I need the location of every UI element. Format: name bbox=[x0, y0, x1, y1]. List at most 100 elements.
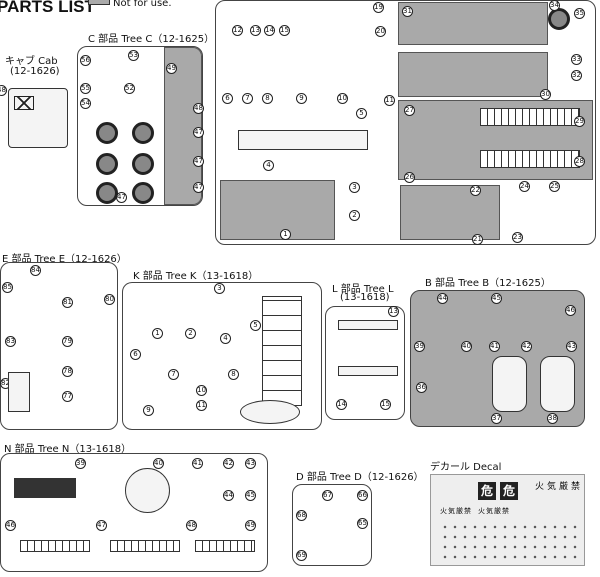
ladder-part bbox=[480, 150, 580, 168]
cab-label: キャブ Cab bbox=[5, 56, 58, 67]
tree-k-label: K 部品 Tree K（13-1618） bbox=[133, 271, 259, 282]
part-number: 46 bbox=[5, 520, 16, 531]
spare-wheel bbox=[548, 8, 570, 30]
unused-area bbox=[400, 185, 500, 240]
part-number: 27 bbox=[404, 105, 415, 116]
part-number: 13 bbox=[388, 306, 399, 317]
part-number: 12 bbox=[232, 25, 243, 36]
unused-area bbox=[398, 2, 548, 45]
unused-area bbox=[220, 180, 335, 240]
part-number: 11 bbox=[384, 95, 395, 106]
part-number: 15 bbox=[279, 25, 290, 36]
danger-decal: 危 bbox=[478, 482, 496, 500]
part-number: 25 bbox=[549, 181, 560, 192]
part-number: 9 bbox=[296, 93, 307, 104]
part-number: 28 bbox=[574, 156, 585, 167]
part-number: 41 bbox=[192, 458, 203, 469]
part-number: 42 bbox=[521, 341, 532, 352]
part-number: 44 bbox=[223, 490, 234, 501]
part-number: 67 bbox=[322, 490, 333, 501]
bumper-part bbox=[14, 478, 76, 498]
part-number: 47 bbox=[96, 520, 107, 531]
wheel bbox=[96, 153, 118, 175]
danger-decal: 危 bbox=[500, 482, 518, 500]
part-number: 15 bbox=[380, 399, 391, 410]
cab-code: (12-1626) bbox=[10, 66, 60, 77]
part-number: 4 bbox=[220, 333, 231, 344]
part-number: 83 bbox=[5, 336, 16, 347]
part-drawing bbox=[8, 372, 30, 412]
part-number: 40 bbox=[153, 458, 164, 469]
part-number: 84 bbox=[30, 265, 41, 276]
part-number: 42 bbox=[223, 458, 234, 469]
part-number: 40 bbox=[461, 341, 472, 352]
part-number: 44 bbox=[437, 293, 448, 304]
part-number: 46 bbox=[565, 305, 576, 316]
part-number: 10 bbox=[196, 385, 207, 396]
part-number: 45 bbox=[245, 490, 256, 501]
tree-d-label: D 部品 Tree D（12-1626） bbox=[296, 472, 424, 483]
part-number: 35 bbox=[574, 8, 585, 19]
part-number: 20 bbox=[375, 26, 386, 37]
part-number: 13 bbox=[250, 25, 261, 36]
part-number: 39 bbox=[414, 341, 425, 352]
part-number: 14 bbox=[336, 399, 347, 410]
part-number: 77 bbox=[62, 391, 73, 402]
tree-l-label: L 部品 Tree L bbox=[332, 284, 394, 295]
part-number: 2 bbox=[349, 210, 360, 221]
fire-prohibited-decal: 火気厳禁 bbox=[535, 482, 584, 492]
part-number: 66 bbox=[357, 490, 368, 501]
unused-area bbox=[398, 52, 548, 97]
tree-c-label: C 部品 Tree C（12-1625） bbox=[88, 34, 215, 45]
tree-l-code: (13-1618) bbox=[340, 292, 390, 303]
panel-part bbox=[540, 356, 575, 412]
decal-label: デカール Decal bbox=[430, 462, 502, 473]
part-number: 43 bbox=[245, 458, 256, 469]
wheel bbox=[96, 182, 118, 204]
part-number: 9 bbox=[143, 405, 154, 416]
part-number: 3 bbox=[214, 283, 225, 294]
part-number: 79 bbox=[62, 336, 73, 347]
tree-e-label: E 部品 Tree E（12-1626） bbox=[2, 254, 127, 265]
fire-prohibited-decal: 火気厳禁 bbox=[478, 507, 510, 515]
part-number: 19 bbox=[373, 2, 384, 13]
part-number: 30 bbox=[540, 89, 551, 100]
part-number: 2 bbox=[185, 328, 196, 339]
wheel bbox=[96, 122, 118, 144]
tree-n-label: N 部品 Tree N（13-1618） bbox=[4, 444, 132, 455]
wheel bbox=[132, 153, 154, 175]
wheel bbox=[132, 122, 154, 144]
part-number: 49 bbox=[245, 520, 256, 531]
part-number: 6 bbox=[222, 93, 233, 104]
part-number: 55 bbox=[80, 83, 91, 94]
part-number: 43 bbox=[566, 341, 577, 352]
part-number: 54 bbox=[80, 98, 91, 109]
part-number: 29 bbox=[574, 116, 585, 127]
wheel bbox=[132, 182, 154, 204]
fire-prohibited-decal: 火気厳禁 bbox=[440, 507, 472, 515]
part-number: 10 bbox=[337, 93, 348, 104]
part-number: 52 bbox=[124, 83, 135, 94]
part-number: 1 bbox=[152, 328, 163, 339]
part-number: 80 bbox=[104, 294, 115, 305]
part-drawing bbox=[338, 366, 398, 376]
part-number: 48 bbox=[186, 520, 197, 531]
part-number: 11 bbox=[196, 400, 207, 411]
legend-text: Not for use. bbox=[113, 0, 172, 9]
part-number: 22 bbox=[470, 185, 481, 196]
ladder-part bbox=[480, 108, 580, 126]
part-number: 8 bbox=[228, 369, 239, 380]
part-number: 45 bbox=[491, 293, 502, 304]
part-number: 48 bbox=[193, 103, 204, 114]
rail-part bbox=[20, 540, 90, 552]
part-number: 7 bbox=[242, 93, 253, 104]
part-number: 38 bbox=[547, 413, 558, 424]
part-number: 49 bbox=[166, 63, 177, 74]
part-number: 68 bbox=[296, 510, 307, 521]
part-number: 48 bbox=[0, 85, 7, 96]
part-number: 34 bbox=[549, 0, 560, 11]
tree-b-label: B 部品 Tree B（12-1625） bbox=[425, 278, 551, 289]
part-number: 4 bbox=[263, 160, 274, 171]
part-number: 47 bbox=[193, 156, 204, 167]
part-number: 85 bbox=[2, 282, 13, 293]
